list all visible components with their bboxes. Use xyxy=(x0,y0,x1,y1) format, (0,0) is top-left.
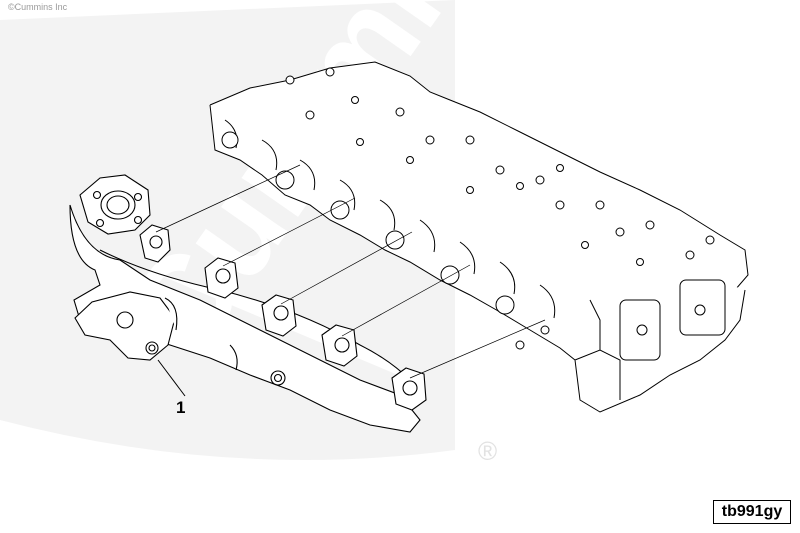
watermark-registered-mark: ® xyxy=(478,436,497,466)
cylinder-head xyxy=(209,61,749,413)
exhaust-manifold xyxy=(69,174,427,433)
callout-label-1: 1 xyxy=(176,398,186,417)
callout-leader-1 xyxy=(157,359,186,397)
copyright-notice: ©Cummins Inc xyxy=(8,2,68,12)
figure-reference: tb991gy xyxy=(713,500,791,524)
alignment-lines xyxy=(155,164,546,379)
